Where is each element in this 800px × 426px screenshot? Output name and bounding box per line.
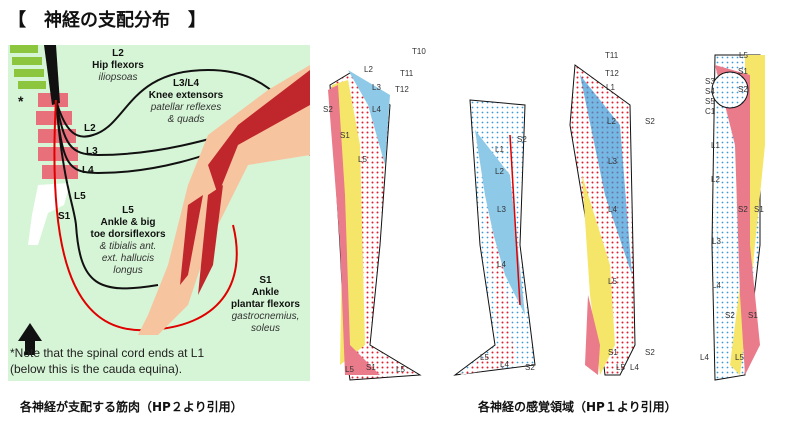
dermatome-label: S1 (366, 363, 376, 372)
l2-hip-flexors: L2 Hip flexors iliopsoas (78, 48, 158, 84)
spine-label: L4 (82, 165, 94, 176)
root-label: L5 (122, 205, 134, 216)
dermatome-label: L5 (608, 277, 617, 286)
leg-posterior-medial-view (711, 54, 765, 381)
l5-dorsiflexors: L5 Ankle & big toe dorsiflexors & tibial… (83, 205, 173, 277)
dermatome-label: T11 (400, 69, 414, 78)
dermatome-label: L4 (372, 105, 381, 114)
asterisk: * (18, 93, 24, 109)
muscle-name: patellar reflexes (150, 102, 222, 113)
dermatome-label: S1 (748, 311, 758, 320)
dermatome-label: S4 (705, 87, 715, 96)
caption-muscles: 各神経が支配する筋肉（HP２より引用） (20, 400, 243, 414)
leg-muscles (180, 70, 310, 295)
muscle-group: toe dorsiflexors (90, 229, 166, 240)
dermatome-label: L1 (495, 145, 504, 154)
dermatome-label: L4 (608, 205, 617, 214)
root-label: L3/L4 (172, 78, 200, 89)
muscle-group: Knee extensors (148, 90, 224, 101)
dermatome-label: S3 (705, 77, 715, 86)
dermatome-label: L5 (345, 365, 354, 374)
leg-lateral-view (328, 70, 422, 381)
sacrum (28, 183, 70, 245)
muscle-group: Ankle (251, 287, 280, 298)
dermatome-label: S2 (645, 117, 655, 126)
dermatome-label: L3 (497, 205, 506, 214)
dermatome-label: L4 (700, 353, 709, 362)
l34-knee-extensors: L3/L4 Knee extensors patellar reflexes &… (146, 78, 226, 126)
root-label: S1 (259, 275, 272, 286)
dermatome-label: L2 (711, 175, 720, 184)
dermatome-label: S2 (738, 205, 748, 214)
dermatome-legs (328, 54, 765, 381)
dermatome-label: S2 (517, 135, 527, 144)
muscle-name: & tibialis ant. (99, 241, 157, 252)
dermatome-label: L2 (607, 117, 616, 126)
dermatome-label: L4 (712, 281, 721, 290)
note-line: *Note that the spinal cord ends at L1 (10, 346, 205, 360)
muscle-group: Ankle & big (100, 217, 156, 228)
dermatome-label: S2 (645, 348, 655, 357)
dermatome-label: S2 (323, 105, 333, 114)
dermatome-label: L3 (372, 83, 381, 92)
spine-leg-illustration (10, 45, 310, 355)
dermatome-label: S1 (738, 67, 748, 76)
dermatome-label: L3 (608, 157, 617, 166)
dermatome-label: C1 (705, 107, 716, 116)
dermatome-label: S5 (705, 97, 715, 106)
dermatome-label: S2 (525, 363, 535, 372)
dermatome-label: S2 (725, 311, 735, 320)
dermatome-label: L5 (358, 155, 367, 164)
muscle-group: plantar flexors (231, 299, 300, 310)
dermatome-figure: T10 T11 T12 L2 L3 L4 S2 S1 L5 L5 S1 L5 S… (320, 45, 800, 385)
spine-label: S1 (58, 211, 71, 222)
dermatome-label: L5 (480, 353, 489, 362)
cervical-vertebrae (10, 45, 46, 89)
caption-dermatomes: 各神経の感覚領域（HP１より引用） (478, 400, 677, 414)
spine-label: L3 (86, 146, 98, 157)
leg-posterior-view (569, 64, 636, 376)
dermatome-label: L1 (606, 83, 615, 92)
dermatome-label: L2 (495, 167, 504, 176)
dermatome-label: S1 (608, 348, 618, 357)
muscle-group: Hip flexors (92, 60, 144, 71)
muscle-name: gastrocnemius, (231, 311, 300, 322)
dermatome-label: L4 (630, 363, 639, 372)
dermatome-label: T12 (395, 85, 409, 94)
muscle-name: longus (113, 265, 143, 276)
leg-anterior-view (453, 99, 536, 376)
dermatome-label: L2 (364, 65, 373, 74)
muscle-name: soleus (251, 323, 280, 334)
s1-nerve (53, 99, 238, 332)
dermatome-label: L5 (739, 51, 748, 60)
dermatome-label: L4 (500, 360, 509, 369)
dermatome-label: T10 (412, 47, 426, 56)
dermatome-label: L5 (396, 365, 405, 374)
leg-skin (138, 65, 310, 335)
note-line: (below this is the cauda equina). (10, 362, 183, 376)
dermatome-label: T11 (605, 51, 619, 60)
muscle-innervation-figure: * L2 Hip flexors iliopsoas L3/L4 Knee ex… (8, 45, 310, 381)
dermatome-label: L1 (711, 141, 720, 150)
dermatome-label: S1 (340, 131, 350, 140)
muscle-name: iliopsoas (98, 72, 138, 83)
dermatome-label: L5 (735, 353, 744, 362)
root-label: L2 (112, 48, 124, 59)
dermatome-label: S1 (754, 205, 764, 214)
dermatome-label: L4 (497, 260, 506, 269)
muscle-name: & quads (167, 114, 205, 125)
up-arrow-icon (18, 323, 42, 355)
dermatome-label: L3 (712, 237, 721, 246)
dermatome-label: T12 (605, 69, 619, 78)
muscle-name: ext. hallucis (101, 253, 155, 264)
dermatome-label: S2 (738, 85, 748, 94)
s1-plantar-flexors: S1 Ankle plantar flexors gastrocnemius, … (223, 275, 308, 335)
spine-label: L2 (84, 123, 96, 134)
cord-note: *Note that the spinal cord ends at L1 (b… (10, 345, 204, 377)
dermatome-label: L5 (616, 363, 625, 372)
page-title: 【 神経の支配分布 】 (8, 10, 206, 31)
spinal-cord (44, 45, 60, 105)
spine-label: L5 (74, 191, 86, 202)
